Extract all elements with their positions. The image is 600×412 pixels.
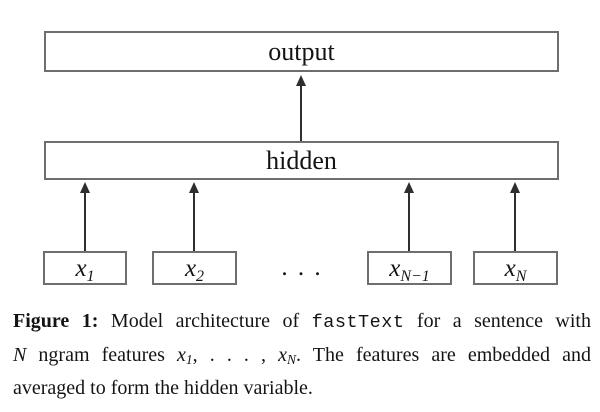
arrow-shaft <box>84 191 86 251</box>
arrow-shaft <box>193 191 195 251</box>
caption-figure-label: Figure 1: <box>13 310 99 332</box>
caption-text: . The features are embedded and <box>296 344 591 366</box>
input-label-xn-1: xN−1 <box>389 254 430 285</box>
fasttext-code-word: fastText <box>311 312 405 333</box>
input-box-x2: x2 <box>152 251 237 285</box>
arrow-shaft <box>408 191 410 251</box>
caption-text: averaged to form the hidden variable. <box>13 377 313 399</box>
caption-line-2: N ngram features x1, . . . , xN. The fea… <box>13 339 591 372</box>
up-arrowhead-icon <box>404 182 414 193</box>
arrow-shaft <box>514 191 516 251</box>
figure-caption: Figure 1: Model architecture of fastText… <box>13 305 591 405</box>
output-layer-box: output <box>44 31 559 72</box>
input-label-x1: x1 <box>75 254 95 285</box>
input-label-xn: xN <box>504 254 527 285</box>
up-arrowhead-icon <box>80 182 90 193</box>
up-arrowhead-icon <box>189 182 199 193</box>
caption-text: ngram features <box>26 344 178 366</box>
caption-text: Model architecture of <box>98 310 312 332</box>
caption-line-3: averaged to form the hidden variable. <box>13 372 591 405</box>
input-box-xn: xN <box>473 251 558 285</box>
caption-line-1: Figure 1: Model architecture of fastText… <box>13 305 591 339</box>
up-arrowhead-icon <box>296 75 306 86</box>
caption-text: for a sentence with <box>404 310 591 332</box>
input-label-x2: x2 <box>184 254 205 285</box>
arrow-hidden-to-output <box>296 75 306 141</box>
ellipsis: . . . <box>281 254 323 281</box>
hidden-layer-box: hidden <box>44 141 559 180</box>
input-box-xn-1: xN−1 <box>367 251 452 285</box>
arrow-xn1-to-hidden <box>404 182 414 251</box>
up-arrowhead-icon <box>510 182 520 193</box>
arrow-x2-to-hidden <box>189 182 199 251</box>
arrow-xn-to-hidden <box>510 182 520 251</box>
math-x1: x1 <box>177 344 193 367</box>
hidden-layer-label: hidden <box>266 145 337 175</box>
arrow-shaft <box>300 84 302 141</box>
arrow-x1-to-hidden <box>80 182 90 251</box>
caption-dots: , . . . , <box>192 344 279 366</box>
output-layer-label: output <box>268 36 335 66</box>
math-symbol-N: N <box>13 344 27 366</box>
input-box-x1: x1 <box>43 251 127 285</box>
math-xn: xN <box>278 344 297 367</box>
